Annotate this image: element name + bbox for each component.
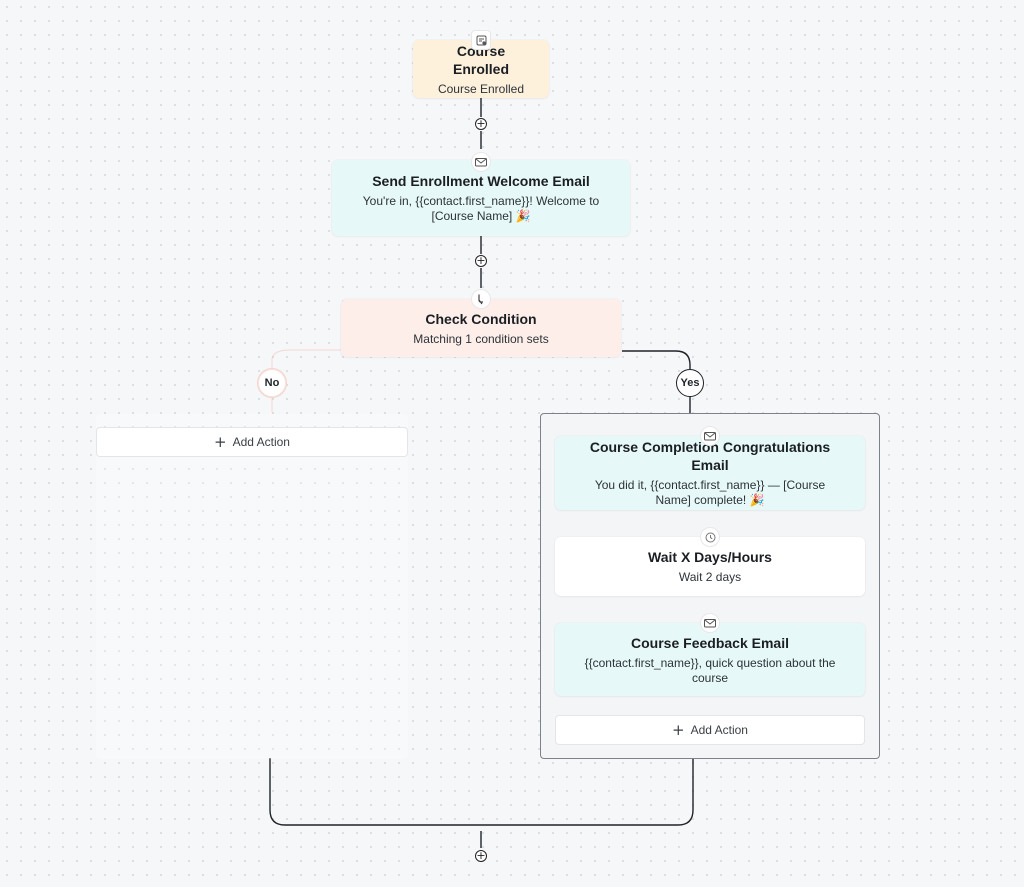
add-step-button[interactable]: + [475,254,487,267]
node-subtitle-line: [Course Name] 🎉 [431,209,531,223]
node-subtitle-line: course [691,670,729,685]
node-subtitle-line: You're in, {{contact.first_name}}! Welco… [362,194,600,208]
node-subtitle-line: Name] complete! 🎉 [655,493,765,507]
email-icon [701,614,719,632]
node-title: Course Completion Congratulations Email [589,439,831,473]
node-title: Course Feedback Email [631,634,789,651]
node-subtitle: Matching 1 condition sets [413,331,549,346]
add-step-button[interactable]: + [475,117,487,130]
trigger-node-course-enrolled[interactable]: Course Enrolled Course Enrolled [413,40,549,98]
add-step-button[interactable]: + [475,849,487,862]
action-node-send-enrollment-welcome-email[interactable]: Send Enrollment Welcome Email You're in,… [332,160,630,236]
node-title: Send Enrollment Welcome Email [372,173,590,189]
add-action-button-no-branch[interactable]: + Add Action [96,427,408,457]
node-subtitle: You did it, {{contact.first_name}} — [Co… [595,478,825,508]
node-title: Wait X Days/Hours [648,549,772,565]
add-action-label: Add Action [690,723,748,737]
branch-label-yes[interactable]: Yes [676,369,704,397]
node-subtitle: {{contact.first_name}}, quick question a… [585,656,836,686]
add-action-label: Add Action [232,435,290,449]
action-node-course-feedback-email[interactable]: Course Feedback Email {{contact.first_na… [555,623,865,696]
condition-node-check-condition[interactable]: Check Condition Matching 1 condition set… [341,299,621,357]
clock-icon [701,528,719,546]
yes-branch-line [622,350,691,369]
add-action-button-yes-branch[interactable]: + Add Action [555,715,865,745]
plus-icon: + [672,721,685,739]
branch-icon [472,290,490,308]
trigger-icon [472,31,490,49]
node-subtitle: You're in, {{contact.first_name}}! Welco… [363,194,599,224]
branch-label-no[interactable]: No [258,369,286,397]
plus-icon: + [214,433,227,451]
no-branch-area [96,414,408,759]
node-subtitle: Course Enrolled [437,81,525,96]
email-icon [472,153,490,171]
merge-line [269,758,694,826]
node-subtitle: Wait 2 days [678,570,742,584]
node-title: Check Condition [425,310,537,327]
node-subtitle-line: {{contact.first_name}}, quick question a… [584,655,836,670]
node-subtitle-line: You did it, {{contact.first_name}} — [Co… [594,478,826,492]
action-node-course-completion-email[interactable]: Course Completion Congratulations Email … [555,436,865,510]
node-title: Course Enrolled [452,42,509,77]
wait-node[interactable]: Wait X Days/Hours Wait 2 days [555,537,865,596]
no-branch-line [271,349,342,369]
email-icon [701,427,719,445]
